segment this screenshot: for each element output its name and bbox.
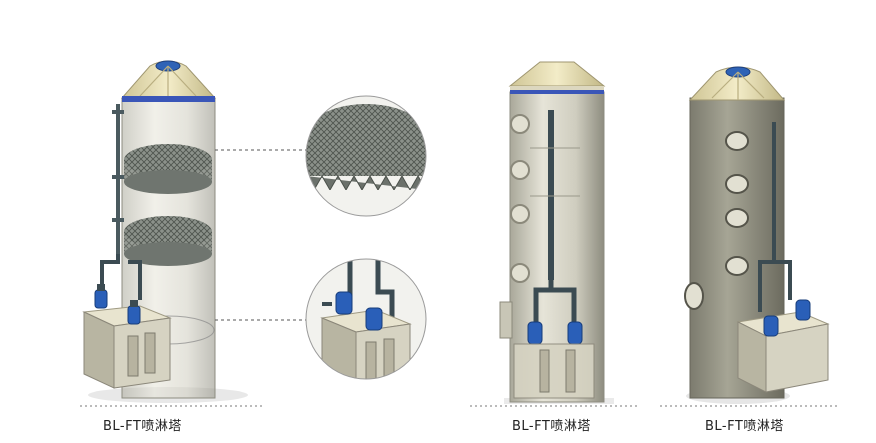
tower-3-closed-view	[684, 66, 830, 404]
tower-1-cutaway	[82, 60, 248, 403]
tower-3-pump-1	[763, 315, 779, 337]
tower-2-blue-band	[510, 90, 604, 94]
tower-2-porthole-2	[510, 160, 530, 180]
tower-3-porthole-4	[725, 256, 749, 276]
tower-3-tank	[765, 323, 829, 393]
tower-2-porthole-3	[510, 204, 530, 224]
tower-2-pump-2	[567, 321, 583, 345]
caption-tower-1: BL-FT喷淋塔	[103, 419, 182, 434]
tower-1-pump-2	[127, 305, 141, 325]
caption-tower-3: BL-FT喷淋塔	[705, 419, 784, 434]
tower-3-porthole-2	[725, 174, 749, 194]
tower-3-pump-2	[795, 299, 811, 321]
tower-2-porthole-1	[510, 114, 530, 134]
tower-3-porthole-3	[725, 208, 749, 228]
tower-2-pump-1	[527, 321, 543, 345]
tower-2-front-view	[499, 61, 614, 404]
tower-2-inlet-duct	[499, 301, 513, 339]
tower-2-top-hood	[508, 61, 606, 87]
tower-3-inlet-port	[684, 282, 704, 310]
zoom-detail-pumps	[305, 258, 427, 380]
tower-2-porthole-4	[510, 263, 530, 283]
tower-1-tank-front	[113, 317, 171, 389]
caption-tower-2: BL-FT喷淋塔	[512, 419, 591, 434]
tower-1-pump-1	[94, 289, 108, 309]
tower-1-blue-band	[122, 96, 215, 102]
zoom-detail-packing-grid	[305, 95, 427, 217]
tower-2-tank	[513, 343, 595, 399]
tower-2-main-pipe	[548, 110, 554, 280]
tower-3-porthole-1	[725, 131, 749, 151]
